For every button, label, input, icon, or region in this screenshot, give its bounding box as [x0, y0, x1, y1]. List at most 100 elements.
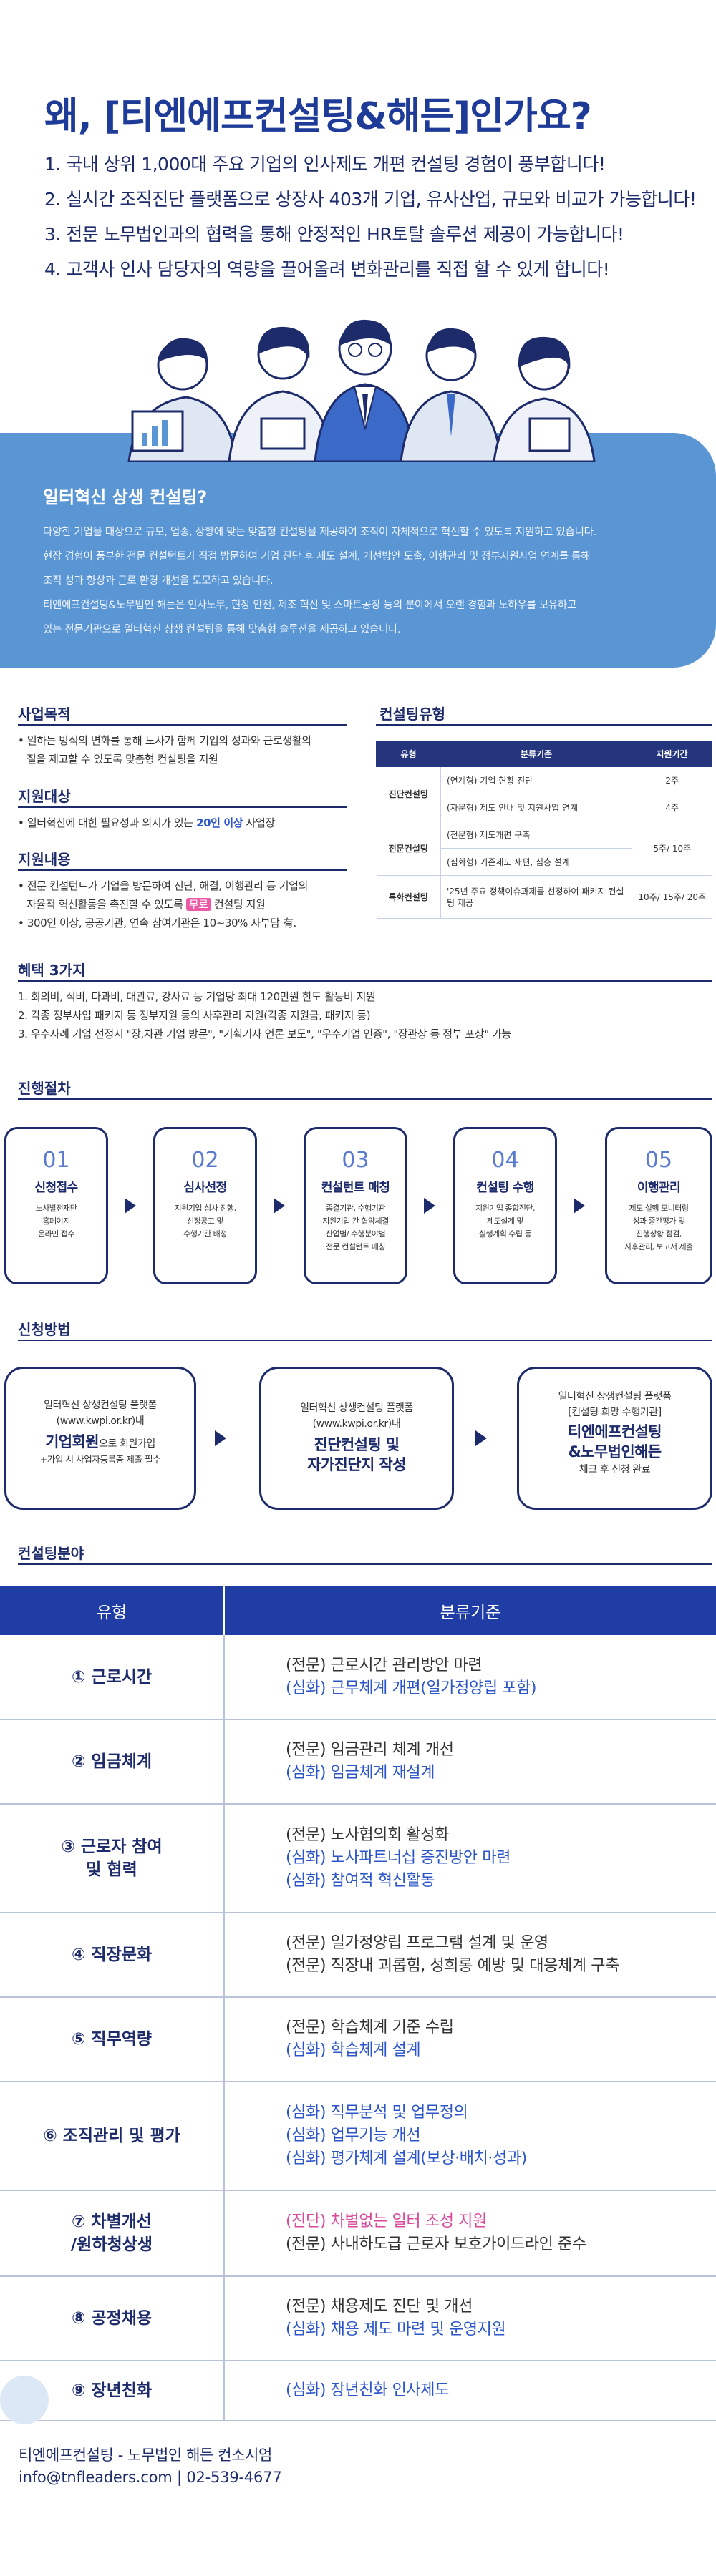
field-criteria: (전문) 근로시간 관리방안 마련 (심화) 근무체계 개편(일가정양립 포함) [224, 1635, 716, 1720]
support-text-line: 자율적 혁신활동을 촉진할 수 있도록 무료 컨설팅 지원 [26, 898, 266, 911]
hero-point: 2. 실시간 조직진단 플랫폼으로 상장사 403개 기업, 유사산업, 규모와… [44, 189, 697, 210]
free-badge: 무료 [185, 898, 211, 911]
person-4 [400, 328, 503, 462]
table-row: 전문컨설팅 (전문형) 제도개편 구축 5주/ 10주 [376, 821, 712, 876]
field-criteria: (전문) 학습체계 기준 수립 (심화) 학습체계 설계 [224, 1997, 716, 2082]
process-heading: 진행절차 [18, 1080, 71, 1097]
criteria-cell: (연계형) 기업 현황 진단 [440, 766, 632, 794]
footer-decoration [0, 2376, 49, 2424]
target-text: • 일터혁신에 대한 필요성과 의지가 있는 20인 이상 사업장 [18, 816, 275, 829]
arrow-right-icon [424, 1198, 435, 1214]
target-highlight: 20인 이상 [196, 816, 243, 829]
target-heading: 지원대상 [18, 788, 71, 805]
table-header: 분류기준 [224, 1586, 716, 1635]
field-name: ⑧ 공정채용 [0, 2276, 225, 2361]
field-criteria: (심화) 장년친화 인사제도 [224, 2361, 716, 2421]
consulting-field-table: 유형 분류기준 ① 근로시간 (전문) 근로시간 관리방안 마련 (심화) 근무… [0, 1586, 716, 2421]
type-cell: 특화컨설팅 [376, 875, 441, 919]
benefits-heading: 혜택 3가지 [18, 962, 86, 979]
table-header: 분류기준 [440, 741, 632, 767]
field-name: ④ 직장문화 [0, 1913, 225, 1998]
step-title: 이행관리 [637, 1181, 681, 1195]
table-header-row: 유형 분류기준 [0, 1586, 716, 1635]
step-number: 03 [342, 1148, 369, 1173]
hero-title: 왜, [티엔에프컨설팅&해든]인가요? [44, 95, 592, 138]
arrow-right-icon [475, 1430, 487, 1446]
person-1 [127, 338, 238, 462]
period-cell: 4주 [632, 794, 712, 821]
step-description: 지원기업 종합진단, 제도설계 및 실행계획 수립 등 [475, 1204, 535, 1239]
benefit-item: 3. 우수사례 기업 선정시 "장,차관 기업 방문", "기획기사 언론 보도… [18, 1028, 511, 1040]
consult-type-table: 유형 분류기준 지원기간 진단컨설팅 (연계형) 기업 현황 진단 2주 (자문… [376, 741, 712, 919]
process-step-1: 01 신청접수 노사발전재단 홈페이지 온라인 접수 [4, 1127, 108, 1284]
hero-point: 1. 국내 상위 1,000대 주요 기업의 인사제도 개편 컨설팅 경험이 풍… [44, 154, 606, 175]
table-row: ⑤ 직무역량 (전문) 학습체계 기준 수립 (심화) 학습체계 설계 [0, 1997, 716, 2082]
field-criteria: (진단) 차별없는 일터 조성 지원 (전문) 사내하도급 근로자 보호가이드라… [224, 2190, 716, 2277]
hero-point: 4. 고객사 인사 담당자의 역량을 끌어올려 변화관리를 직접 할 수 있게 … [44, 259, 610, 280]
consult-type-heading: 컨설팅유형 [379, 706, 445, 723]
field-name: ⑥ 조직관리 및 평가 [0, 2082, 225, 2191]
purpose-text-line: 질을 제고할 수 있도록 맞춤형 컨설팅을 지원 [26, 753, 218, 766]
field-criteria: (전문) 채용제도 진단 및 개선 (심화) 채용 제도 마련 및 운영지원 [224, 2276, 716, 2361]
step-title: 컨설팅 수행 [476, 1181, 534, 1195]
support-text-line: • 300인 이상, 공공기관, 연속 참여기관은 10~30% 자부담 有. [18, 917, 296, 930]
table-header: 지원기간 [632, 741, 712, 767]
step-title: 심사선정 [183, 1181, 227, 1195]
consult-type-divider [376, 724, 712, 726]
target-divider [18, 806, 347, 808]
benefits-list: 1. 회의비, 식비, 다과비, 대관료, 강사료 등 기업당 최대 120만원… [18, 987, 712, 1043]
criteria-cell: (자문형) 제도 안내 및 지원사업 연계 [440, 794, 632, 821]
person-5 [493, 336, 596, 462]
step-description: 제도 실행 모니터링 성과 중간평가 및 진행상황 점검, 사후관리, 보고서 … [624, 1204, 693, 1252]
fields-divider [18, 1563, 712, 1565]
step-title: 컨설턴트 매칭 [321, 1181, 390, 1195]
hero-point-list: 1. 국내 상위 1,000대 주요 기업의 인사제도 개편 컨설팅 경험이 풍… [44, 147, 703, 287]
table-row: (심화형) 기존제도 재편, 심층 설계 [377, 848, 712, 876]
footer-contact[interactable]: info@tnfleaders.com | 02-539-4677 [19, 2469, 282, 2486]
table-row: (자문형) 제도 안내 및 지원사업 연계 4주 [377, 794, 712, 821]
apply-divider [18, 1340, 712, 1341]
table-header-row: 유형 분류기준 지원기간 [376, 741, 712, 767]
step-description: 노사발전재단 홈페이지 온라인 접수 [35, 1204, 77, 1239]
arrow-right-icon [574, 1198, 585, 1214]
apply-step-1: 일터혁신 상생컨설팅 플랫폼 (www.kwpi.or.kr)내 기업회원으로 … [4, 1367, 196, 1510]
field-criteria: (전문) 일가정양립 프로그램 설계 및 운영 (전문) 직장내 괴롭힘, 성희… [224, 1913, 716, 1998]
apply-step-3: 일터혁신 상생컨설팅 플랫폼 [컨설팅 희망 수행기관] 티엔에프컨설팅 &노무… [517, 1367, 712, 1510]
purpose-heading: 사업목적 [18, 706, 71, 723]
info-box-line: 있는 전문기관으로 일터혁신 상생 컨설팅을 통해 맞춤형 솔루션을 제공하고 … [43, 624, 401, 635]
info-box-text: 다양한 기업을 대상으로 규모, 업종, 상황에 맞는 맞춤형 컨설팅을 제공하… [43, 520, 687, 642]
criteria-cell: (전문형) 제도개편 구축 [440, 821, 632, 849]
apply-heading: 신청방법 [18, 1321, 71, 1338]
footer-company: 티엔에프컨설팅 - 노무법인 해든 컨소시엄 [19, 2446, 272, 2464]
criteria-cell: (심화형) 기존제도 재편, 심층 설계 [440, 848, 632, 876]
purpose-text: • 일하는 방식의 변화를 통해 노사가 함께 기업의 성과와 근로생활의 질을… [18, 731, 362, 769]
field-name: ⑦ 차별개선/원하청상생 [0, 2190, 225, 2277]
support-text: • 전문 컨설턴트가 기업을 방문하여 진단, 해결, 이행관리 등 기업의 자… [18, 877, 369, 932]
table-row: ④ 직장문화 (전문) 일가정양립 프로그램 설계 및 운영 (전문) 직장내 … [0, 1913, 716, 1998]
step-number: 04 [491, 1148, 519, 1173]
period-cell: 5주/ 10주 [632, 821, 712, 876]
table-row: 특화컨설팅 '25년 주요 정책이슈과제를 선정하여 패키지 컨설팅 제공 10… [376, 875, 712, 919]
purpose-text-line: • 일하는 방식의 변화를 통해 노사가 함께 기업의 성과와 근로생활의 [18, 734, 311, 747]
step-description: 지원기업 심사 진행, 선정공고 및 수행기관 배정 [174, 1204, 236, 1239]
process-step-5: 05 이행관리 제도 실행 모니터링 성과 중간평가 및 진행상황 점검, 사후… [605, 1127, 712, 1284]
table-row: 진단컨설팅 (연계형) 기업 현황 진단 2주 [376, 766, 712, 821]
person-3 [314, 319, 417, 462]
process-divider [18, 1098, 712, 1100]
arrow-right-icon [125, 1198, 136, 1214]
table-row: ⑥ 조직관리 및 평가 (심화) 직무분석 및 업무정의 (심화) 업무기능 개… [0, 2082, 716, 2191]
field-name: ⑤ 직무역량 [0, 1997, 225, 2082]
step-number: 01 [42, 1148, 70, 1173]
info-box-line: 조직 성과 향상과 근로 환경 개선을 도모하고 있습니다. [43, 575, 274, 587]
step-title: 신청접수 [34, 1181, 78, 1195]
step-description: 종결기관, 수행기관 지원기업 간 협약체결 산업별/ 수행분야별 전문 컨설턴… [322, 1204, 389, 1252]
person-2 [228, 326, 334, 462]
purpose-divider [18, 724, 347, 726]
table-header: 유형 [0, 1586, 225, 1635]
table-header: 유형 [376, 741, 441, 767]
period-cell: 2주 [632, 766, 712, 794]
period-cell: 10주/ 15주/ 20주 [632, 875, 712, 919]
process-step-3: 03 컨설턴트 매칭 종결기관, 수행기관 지원기업 간 협약체결 산업별/ 수… [304, 1127, 407, 1284]
table-row: ⑦ 차별개선/원하청상생 (진단) 차별없는 일터 조성 지원 (전문) 사내하… [0, 2190, 716, 2277]
